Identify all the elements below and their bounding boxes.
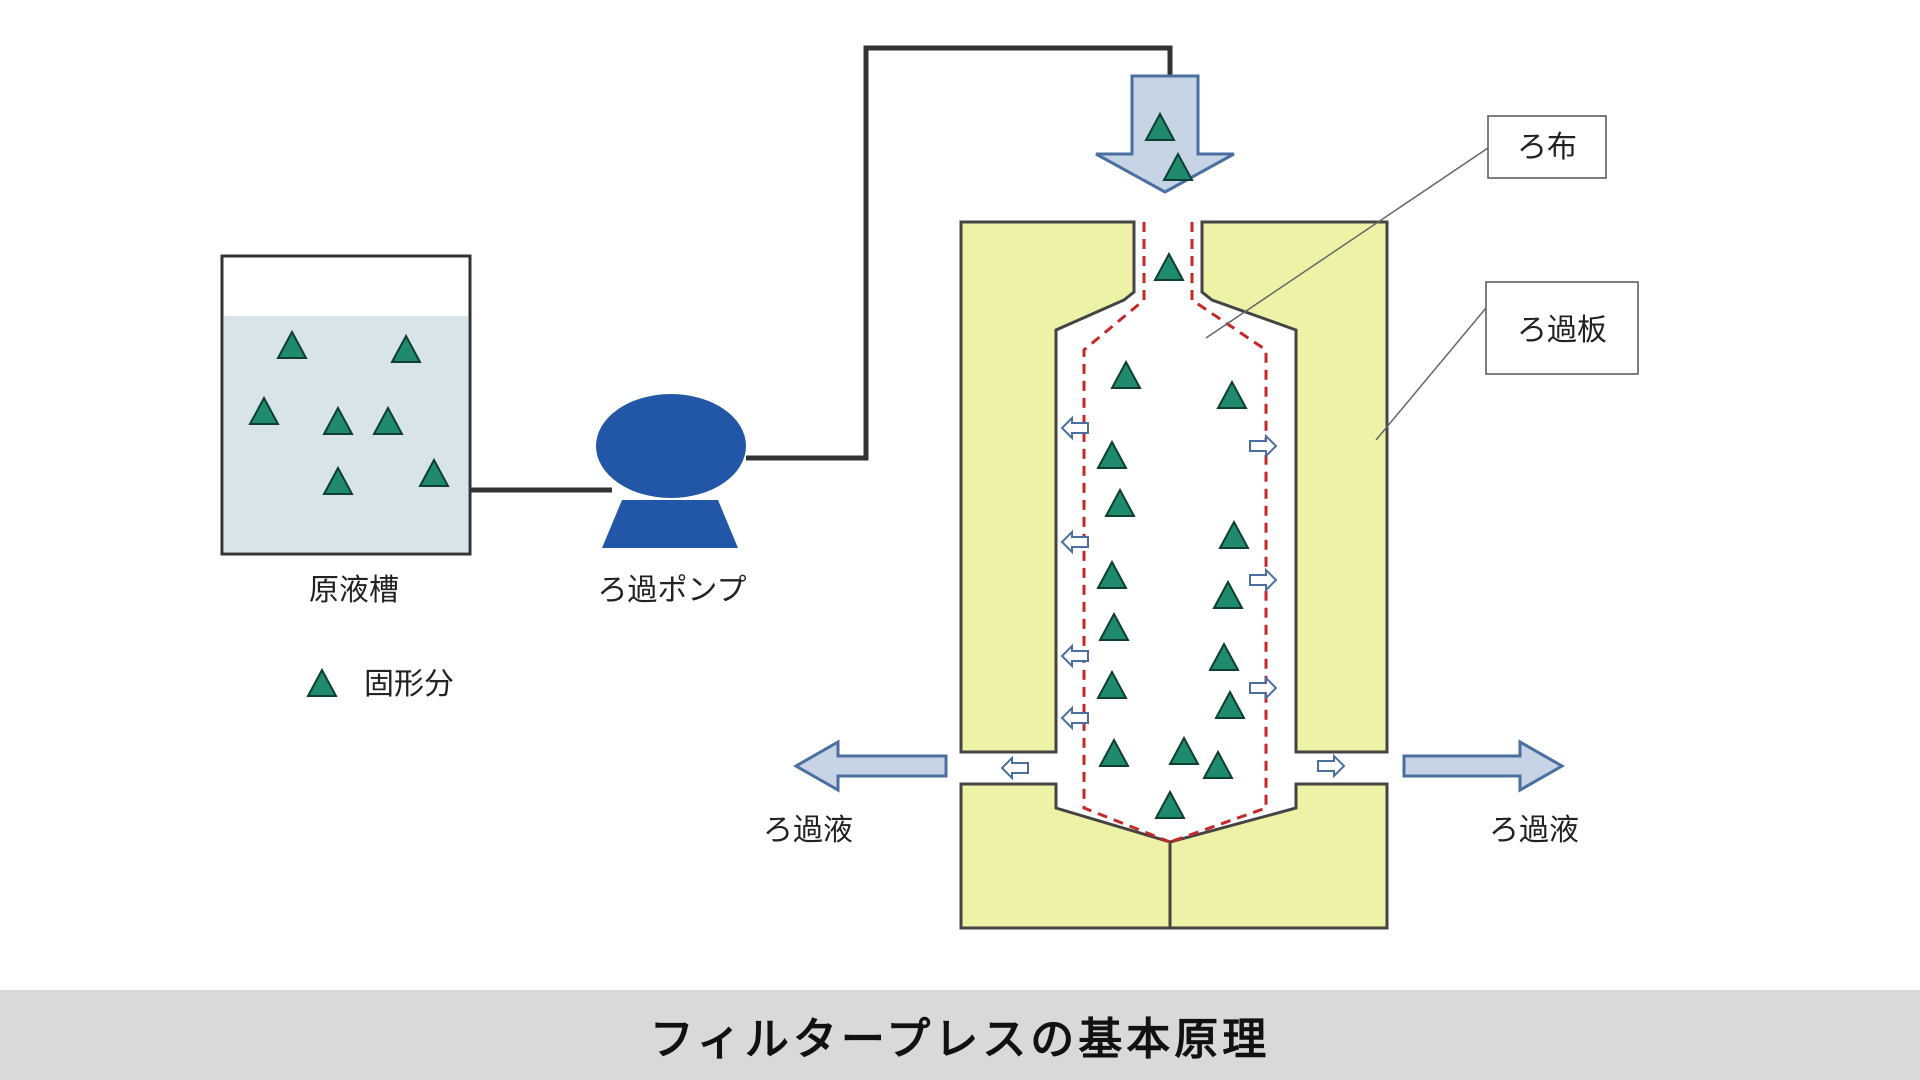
inlet-arrow-icon bbox=[1095, 74, 1235, 194]
filtration-pump bbox=[596, 394, 746, 548]
legend-label: 固形分 bbox=[364, 667, 454, 702]
flow-arrow-icon bbox=[1249, 435, 1277, 457]
plate-right-lower bbox=[1168, 782, 1389, 930]
pipe-pump-to-press bbox=[746, 45, 1173, 461]
filter-plate-upper bbox=[959, 220, 1389, 754]
filtrate-right-label: ろ過液 bbox=[1489, 813, 1579, 848]
plate-callout: ろ過板 bbox=[1375, 281, 1639, 441]
legend: 固形分 bbox=[307, 667, 454, 702]
solid-particle bbox=[1154, 253, 1184, 281]
solid-particle bbox=[1217, 381, 1247, 409]
outlet-left-arrow-icon bbox=[792, 739, 948, 793]
cloth-right bbox=[1169, 222, 1268, 844]
tank-label: 原液槽 bbox=[309, 573, 399, 608]
pipes bbox=[470, 45, 1173, 493]
solid-particle bbox=[1213, 581, 1243, 609]
pump-body bbox=[596, 394, 746, 498]
solid-particle bbox=[1209, 643, 1239, 671]
solid-particle bbox=[1105, 489, 1135, 517]
flow-arrow-icon bbox=[1249, 569, 1277, 591]
flow-arrow-icon bbox=[1317, 755, 1345, 777]
flow-arrow-icon bbox=[1249, 677, 1277, 699]
plate-left-upper bbox=[959, 220, 1136, 754]
flow-arrow-icon bbox=[1001, 757, 1029, 779]
plate-leader-line bbox=[1375, 307, 1487, 441]
solid-particle bbox=[1097, 561, 1127, 589]
solid-particle bbox=[1097, 441, 1127, 469]
caption-title: フィルタープレスの基本原理 bbox=[649, 1014, 1271, 1065]
diagram-canvas: ろ布 ろ過板 原液槽 ろ過ポンプ 固形分 ろ過液 ろ過液 bbox=[220, 45, 1639, 930]
solid-particle bbox=[1155, 791, 1185, 819]
raw-liquid-tank bbox=[220, 254, 472, 556]
cloth-label: ろ布 bbox=[1517, 130, 1577, 165]
flow-arrow-icon bbox=[1061, 645, 1089, 667]
filtrate-left-label: ろ過液 bbox=[763, 813, 853, 848]
plate-label-box bbox=[1485, 281, 1639, 375]
pump-base bbox=[602, 500, 738, 548]
solid-particle bbox=[1097, 671, 1127, 699]
cloth-label-box bbox=[1487, 115, 1607, 179]
solid-particle bbox=[1215, 691, 1245, 719]
solid-particle bbox=[1099, 739, 1129, 767]
filter-cloth bbox=[1082, 222, 1268, 844]
cloth-callout: ろ布 bbox=[1205, 115, 1607, 339]
chamber-solids bbox=[1097, 253, 1249, 819]
triangle-icon bbox=[307, 669, 337, 697]
cloth-leader-line bbox=[1205, 147, 1489, 339]
caption-bar: フィルタープレスの基本原理 bbox=[0, 990, 1920, 1080]
solid-particle bbox=[1169, 737, 1199, 765]
solid-particle bbox=[1219, 521, 1249, 549]
plate-right-upper bbox=[1200, 220, 1389, 754]
filter-plate-lower bbox=[959, 782, 1389, 930]
plate-label: ろ過板 bbox=[1517, 313, 1607, 348]
plate-left-lower bbox=[959, 782, 1172, 930]
solid-particle bbox=[1099, 613, 1129, 641]
solid-particle bbox=[1203, 751, 1233, 779]
pump-label: ろ過ポンプ bbox=[597, 573, 746, 608]
outlet-right-arrow-icon bbox=[1402, 739, 1566, 793]
cloth-left bbox=[1082, 222, 1171, 844]
solid-particle bbox=[1111, 361, 1141, 389]
